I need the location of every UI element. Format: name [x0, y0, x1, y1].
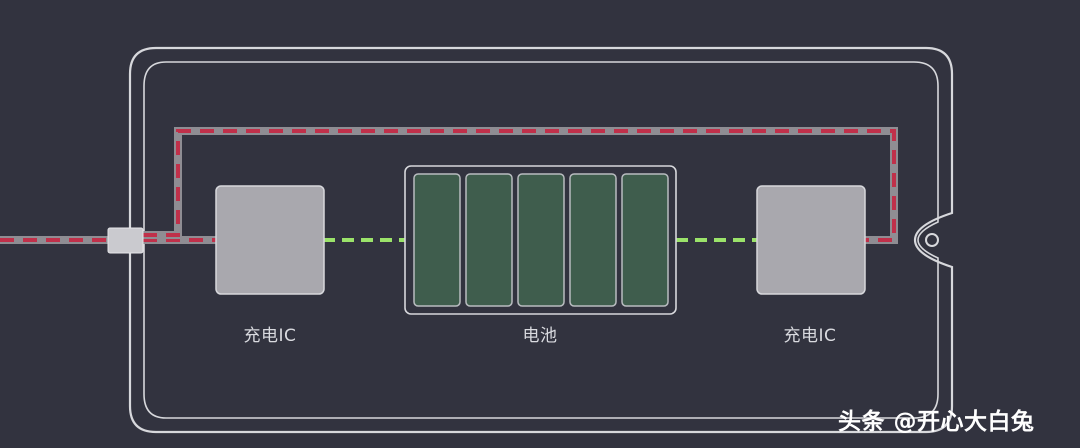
battery-label: 电池 [522, 326, 558, 346]
battery-cell [621, 173, 669, 307]
battery-cell [517, 173, 565, 307]
side-button-icon [925, 233, 939, 247]
battery-cells [413, 173, 669, 307]
charging-ic-right [756, 185, 866, 295]
charging-ic-left [215, 185, 325, 295]
battery-cell [465, 173, 513, 307]
battery-cell [569, 173, 617, 307]
phone-inner-outline [143, 61, 939, 419]
charging-wire [0, 127, 898, 244]
phone-outer-outline [128, 46, 954, 434]
battery-cell [413, 173, 461, 307]
left-ic-label: 充电IC [243, 326, 297, 346]
battery-pack [404, 165, 677, 315]
right-ic-label: 充电IC [783, 326, 837, 346]
watermark: 头条 @开心大白兔 [838, 409, 1035, 435]
usb-connector [107, 227, 144, 254]
